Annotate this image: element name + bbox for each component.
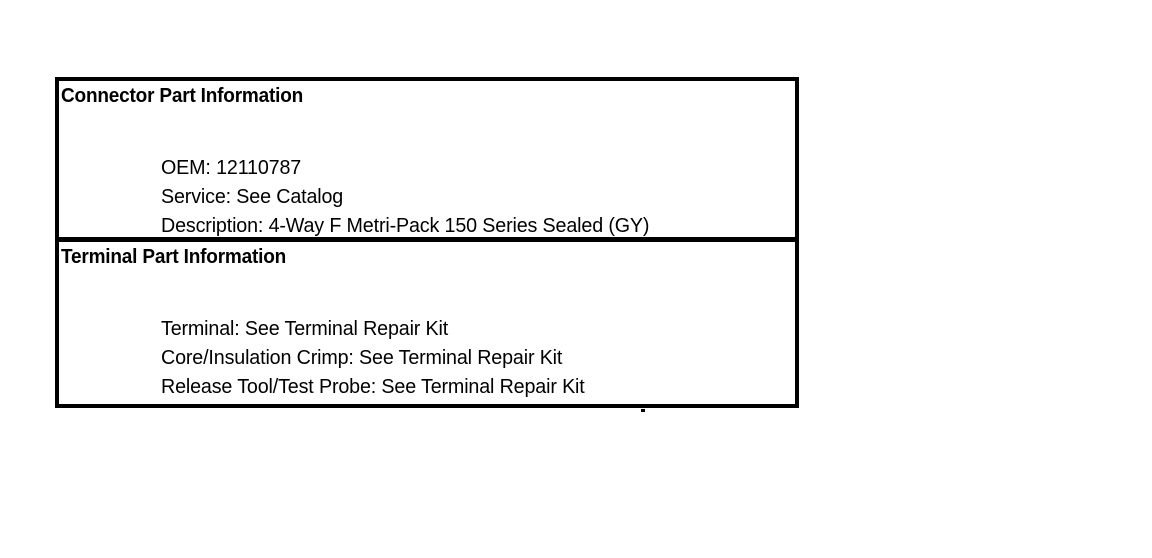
connector-detail-list: OEM: 12110787 Service: See Catalog Descr… bbox=[161, 154, 657, 241]
terminal-detail-list: Terminal: See Terminal Repair Kit Core/I… bbox=[161, 315, 591, 402]
terminal-detail-terminal: Terminal: See Terminal Repair Kit bbox=[161, 318, 449, 340]
connector-detail-oem: OEM: 12110787 bbox=[161, 157, 302, 179]
connector-section-heading: Connector Part Information bbox=[61, 85, 304, 107]
connector-part-information-section: Connector Part Information OEM: 12110787… bbox=[59, 81, 795, 242]
ink-artifact-mark bbox=[641, 409, 645, 412]
terminal-detail-core-insulation-crimp: Core/Insulation Crimp: See Terminal Repa… bbox=[161, 347, 563, 369]
connector-detail-description: Description: 4-Way F Metri-Pack 150 Seri… bbox=[161, 215, 650, 237]
connector-detail-service: Service: See Catalog bbox=[161, 186, 344, 208]
terminal-detail-release-tool-test-probe: Release Tool/Test Probe: See Terminal Re… bbox=[161, 376, 585, 398]
terminal-part-information-section: Terminal Part Information Terminal: See … bbox=[59, 242, 795, 403]
part-information-panel: Connector Part Information OEM: 12110787… bbox=[55, 77, 799, 408]
terminal-section-heading: Terminal Part Information bbox=[61, 246, 287, 268]
